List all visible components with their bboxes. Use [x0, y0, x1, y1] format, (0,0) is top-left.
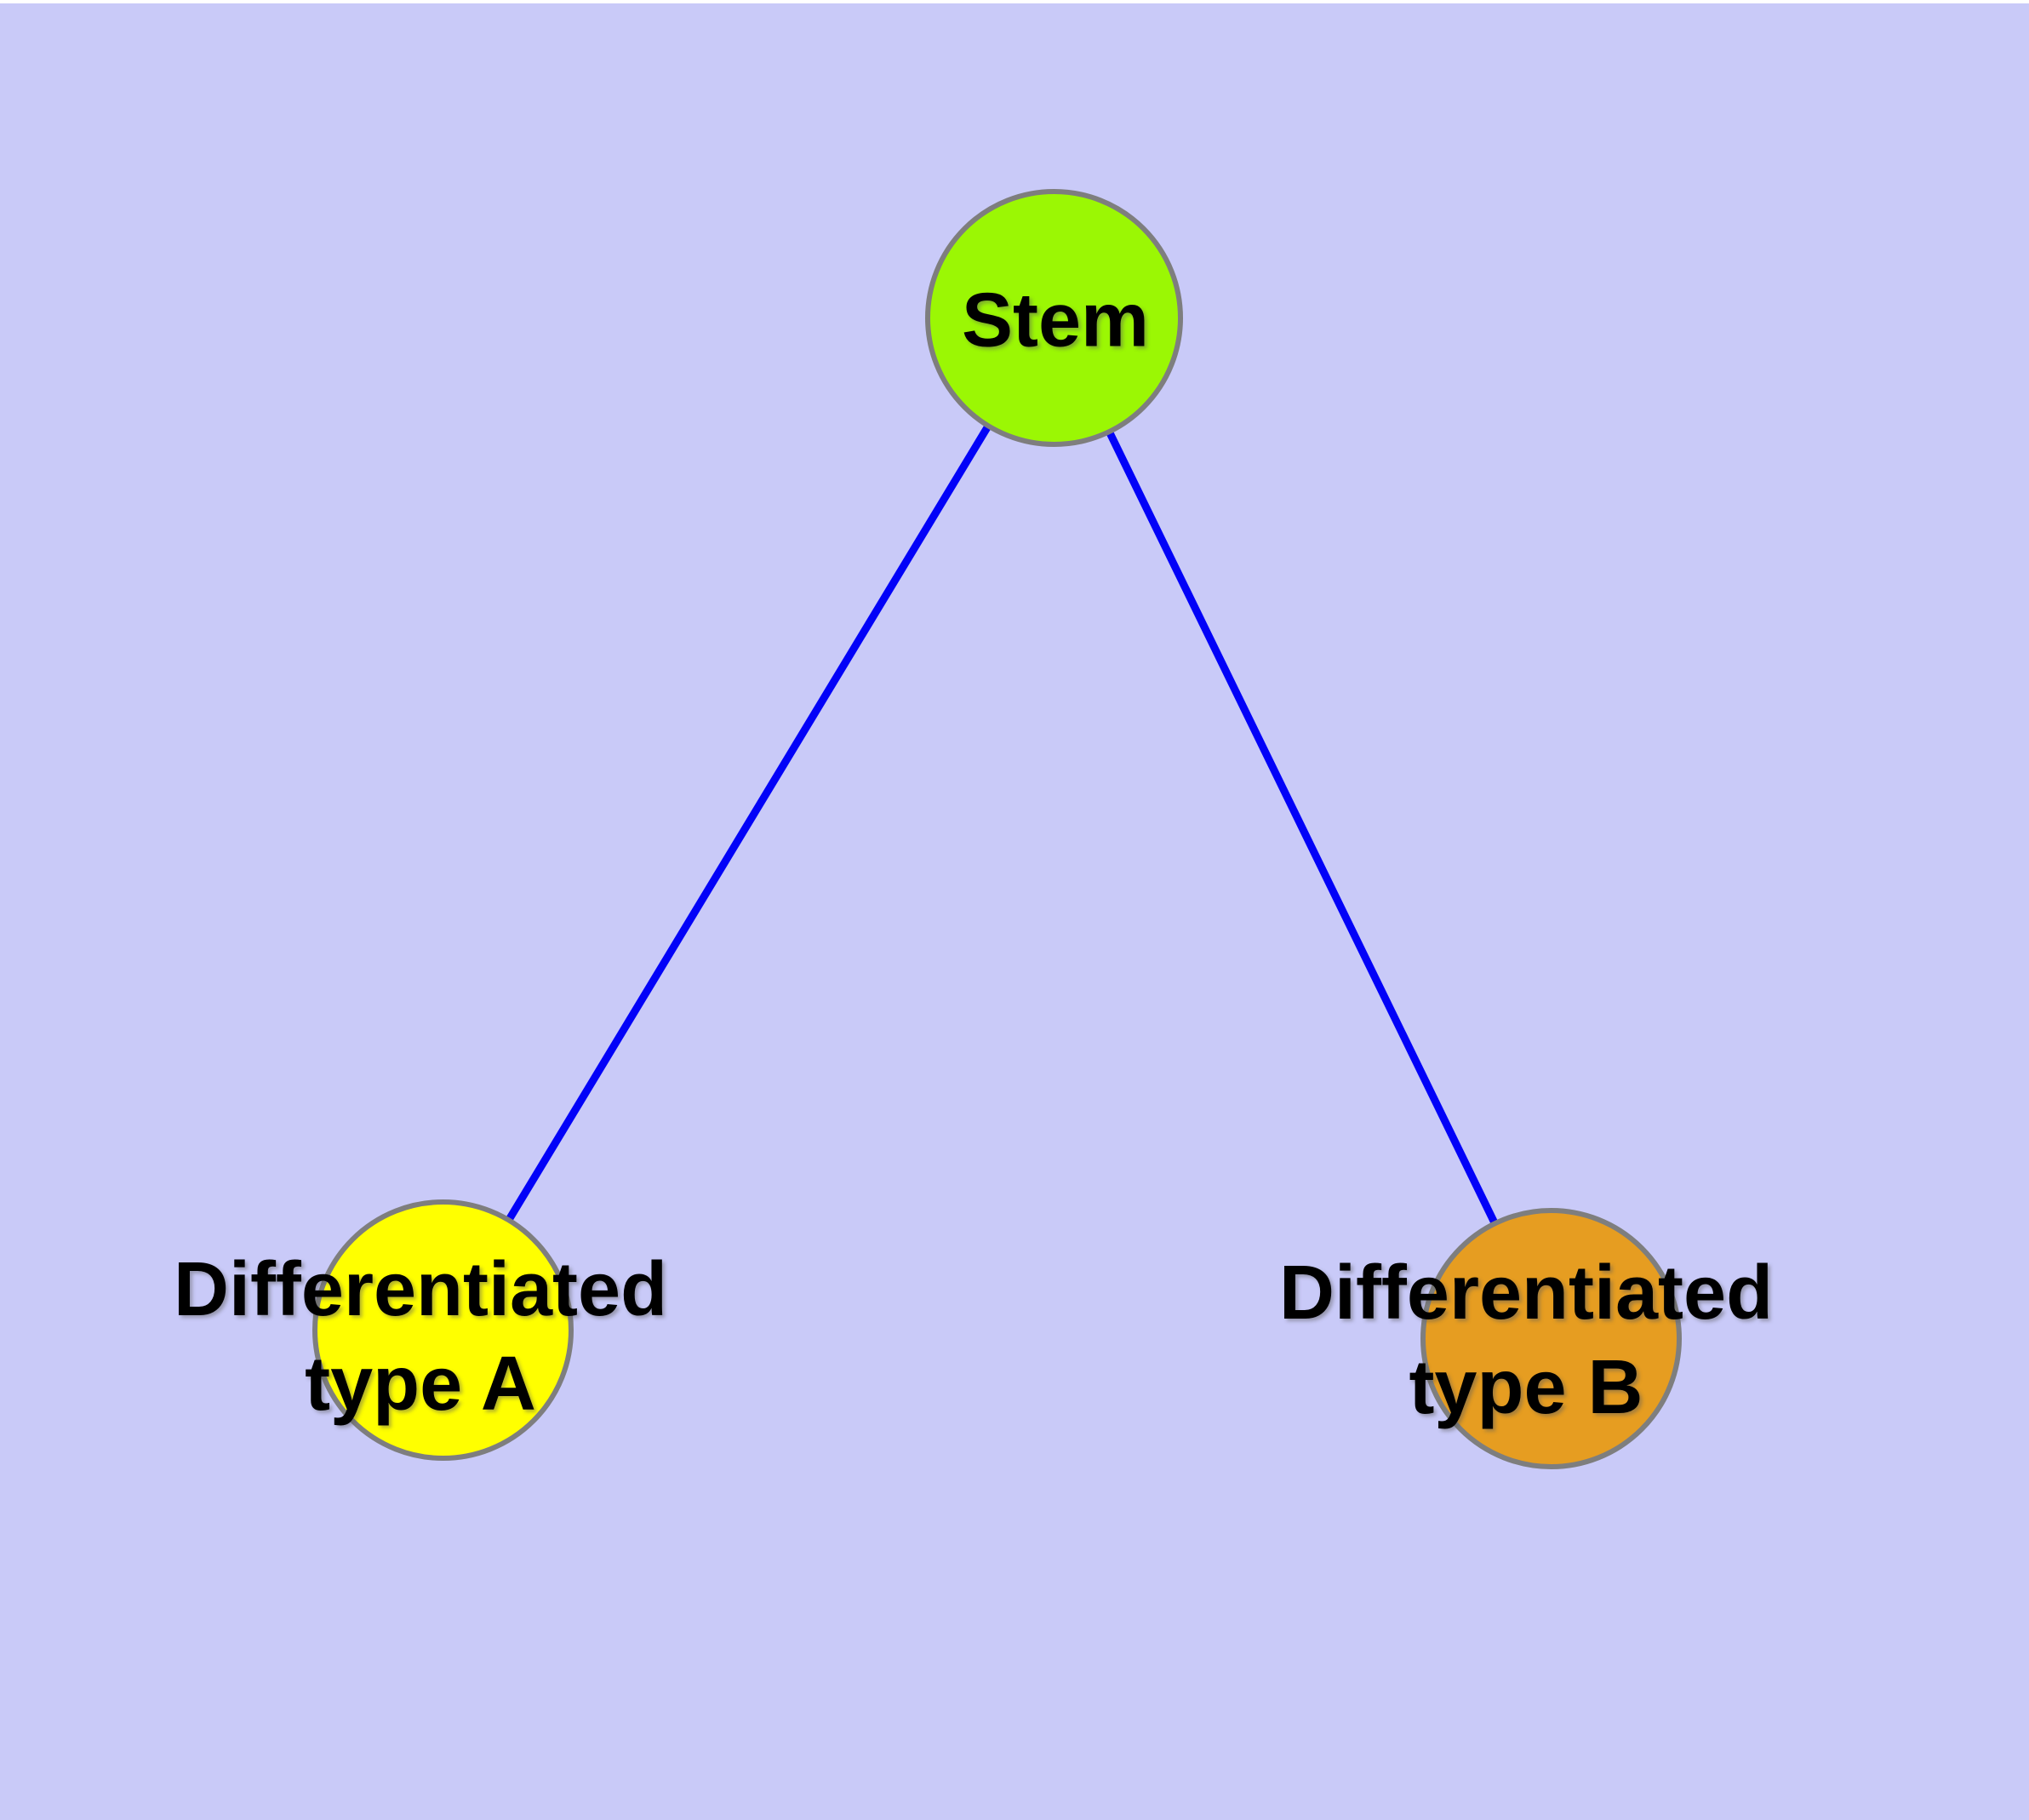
node-differentiated-type-b — [1420, 1208, 1682, 1469]
edge-stem-to-type-b — [1049, 316, 1555, 1340]
node-label-type-a-line2: type A — [305, 1342, 536, 1427]
node-stem — [925, 189, 1183, 447]
node-label-type-a-line1: Differentiated — [173, 1247, 668, 1332]
node-label-differentiated-type-b: Differentiated type B — [1279, 1246, 1773, 1435]
node-label-type-b-line2: type B — [1409, 1345, 1643, 1430]
node-label-type-b-line1: Differentiated — [1278, 1251, 1774, 1336]
node-differentiated-type-a — [312, 1199, 574, 1461]
node-label-stem: Stem — [962, 274, 1149, 369]
node-label-differentiated-type-a: Differentiated type A — [174, 1243, 667, 1432]
edge-stem-to-type-a — [439, 315, 1057, 1332]
node-label-stem-text: Stem — [961, 278, 1150, 363]
top-edge-strip — [0, 0, 2029, 3]
